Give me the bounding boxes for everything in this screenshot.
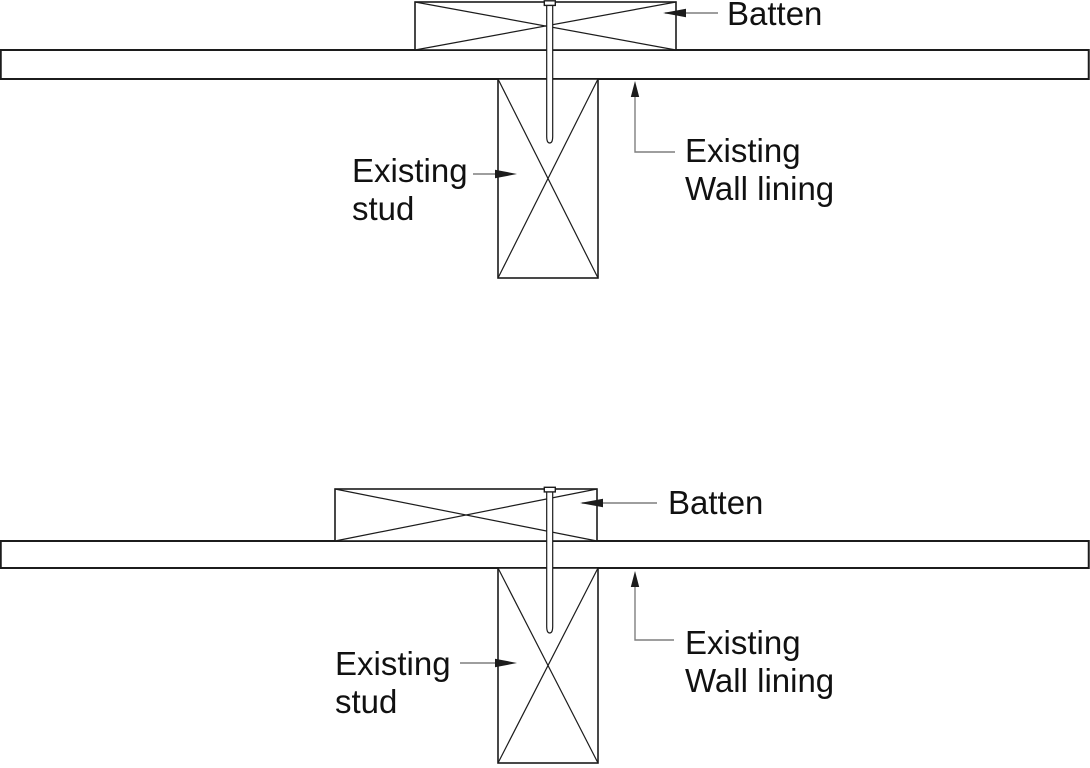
existing-stud-label-line1: Existing [352, 152, 468, 189]
existing-stud-label: Existing stud [352, 152, 468, 228]
batten-shape [334, 488, 598, 542]
existing-stud-label-line2: stud [335, 683, 398, 720]
existing-stud-leader [473, 169, 517, 179]
arrowhead-up-icon [630, 81, 640, 97]
existing-wall-lining-label: Existing Wall lining [685, 624, 834, 700]
batten-leader [663, 8, 718, 18]
screw-icon [543, 486, 556, 634]
existing-wall-lining-label-line2: Wall lining [685, 662, 835, 699]
wall-lining-leader [630, 571, 674, 641]
arrowhead-up-icon [630, 571, 640, 587]
arrowhead-left-icon [580, 498, 603, 508]
existing-wall-lining-label-line1: Existing [685, 624, 801, 661]
existing-stud-label: Existing stud [335, 645, 451, 721]
arrowhead-left-icon [663, 8, 686, 18]
existing-stud-leader [460, 658, 517, 668]
existing-stud-label-line1: Existing [335, 645, 451, 682]
existing-wall-lining-label-line2: Wall lining [685, 170, 835, 207]
batten-leader [580, 498, 657, 508]
arrowhead-right-icon [495, 169, 517, 179]
wall-lining-leader [630, 81, 675, 153]
screw-icon [543, 0, 556, 144]
top-detail-drawing [0, 0, 1090, 279]
bottom-detail-drawing [0, 486, 1090, 764]
wall-lining-shape [0, 49, 1090, 80]
batten-label: Batten [727, 0, 823, 32]
wall-lining-shape [0, 540, 1090, 569]
arrowhead-right-icon [495, 658, 517, 668]
existing-stud-label-line2: stud [352, 190, 415, 227]
batten-shape [414, 1, 677, 51]
existing-wall-lining-label-line1: Existing [685, 132, 801, 169]
batten-label: Batten [668, 484, 764, 521]
existing-wall-lining-label: Existing Wall lining [685, 132, 834, 208]
